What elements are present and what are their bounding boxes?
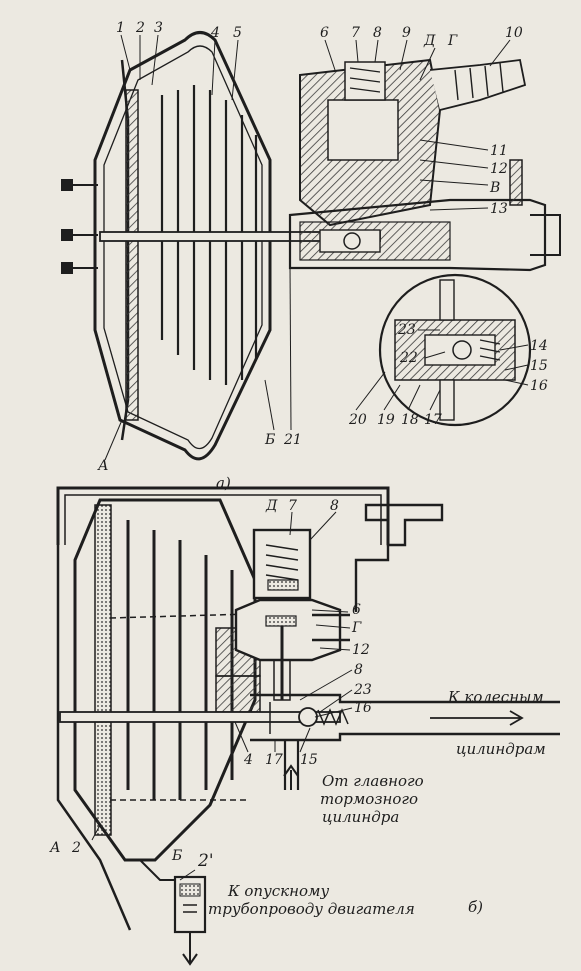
label-b-7: 7 — [288, 498, 297, 514]
outlet-fitting-a — [530, 214, 561, 256]
housing-a — [93, 31, 272, 461]
label-a-18: 18 — [401, 412, 419, 428]
leaders-a — [104, 34, 529, 461]
label-a-3: 3 — [154, 20, 163, 36]
bleeder-a — [509, 159, 523, 206]
label-a-5: 5 — [233, 25, 242, 41]
caption-b: б) — [468, 898, 483, 916]
label-b-12: 12 — [352, 642, 370, 658]
label-a-letter-A: А — [97, 458, 109, 474]
label-a-8: 8 — [373, 25, 382, 41]
arrow-intake-b — [182, 932, 198, 966]
label-a-7: 7 — [351, 25, 360, 41]
label-b-letter-B: Б — [171, 848, 182, 864]
label-b-letter-D: Д — [265, 498, 278, 514]
label-a-14: 14 — [530, 338, 548, 354]
leaders-b — [91, 511, 353, 881]
diaphragm-b — [94, 504, 112, 836]
label-b-17: 17 — [265, 752, 283, 768]
label-a-23: 23 — [397, 322, 416, 338]
label-b-2prime: 2' — [197, 851, 214, 871]
handle-b — [364, 503, 444, 547]
air-inlet-a — [429, 59, 527, 111]
label-a-13: 13 — [490, 201, 508, 217]
label-b-2: 2 — [71, 840, 81, 856]
label-a-letter-B: Б — [264, 432, 275, 448]
check-spring-b — [317, 708, 349, 726]
figure-a — [61, 31, 561, 461]
label-a-4: 4 — [210, 25, 220, 41]
labels-figure-b: Д 7 8 6 Г 12 8 23 16 4 17 15 2 А Б 2' К … — [49, 498, 546, 918]
label-a-22: 22 — [399, 350, 418, 366]
label-a-9: 9 — [402, 25, 411, 41]
ball-valve-a — [343, 232, 361, 250]
text-master-line2: тормозного — [320, 790, 418, 808]
text-master-line3: цилиндра — [322, 808, 399, 826]
label-b-23: 23 — [353, 682, 372, 698]
arrow-master-b — [283, 764, 299, 790]
label-b-16: 16 — [354, 700, 372, 716]
dashed-guide-b — [109, 613, 251, 619]
text-intake-line2: трубопроводу двигателя — [208, 900, 415, 918]
housing-a-inner — [103, 45, 263, 450]
label-a-21: 21 — [283, 432, 302, 448]
labels-figure-a: 1 2 3 4 5 6 7 8 9 10 11 12 13 14 15 16 1… — [97, 20, 548, 492]
valve-chamber-a — [327, 99, 399, 161]
piston-plate-a — [125, 89, 139, 421]
label-a-letter-D: Д — [423, 33, 436, 49]
label-b-15: 15 — [300, 752, 318, 768]
hydraulic-cylinder-a — [288, 198, 547, 272]
lower-chamber-b — [234, 598, 342, 662]
label-a-11: 11 — [490, 143, 508, 159]
label-a-6: 6 — [320, 25, 329, 41]
label-b-4: 4 — [243, 752, 253, 768]
label-a-15: 15 — [530, 358, 548, 374]
label-a-20: 20 — [348, 412, 367, 428]
label-a-10: 10 — [505, 25, 523, 41]
text-master-line1: От главного — [322, 772, 424, 790]
inlet-ribs-a — [454, 62, 504, 101]
label-a-2: 2 — [135, 20, 145, 36]
ball-valve-b — [298, 707, 318, 727]
label-a-letter-G: Г — [447, 33, 458, 49]
vacuum-line-down-b — [139, 859, 175, 881]
label-a-16: 16 — [530, 378, 548, 394]
text-intake-line1: К опускному — [227, 882, 329, 900]
push-rod-b — [59, 711, 341, 723]
label-a-letter-V: В — [489, 180, 500, 196]
figure-b — [56, 486, 560, 966]
label-a-17: 17 — [424, 412, 442, 428]
label-a-12: 12 — [490, 161, 508, 177]
air-line-b — [312, 545, 390, 642]
label-b-letter-G: Г — [351, 620, 362, 636]
text-wheel-line2: цилиндрам — [456, 740, 546, 758]
vacuum-line-b — [56, 486, 390, 545]
mounting-studs-a — [61, 179, 98, 274]
arrow-wheel-b — [430, 710, 524, 726]
label-a-1: 1 — [116, 20, 125, 36]
label-b-8-top: 8 — [330, 498, 339, 514]
upper-seal-b — [267, 579, 299, 591]
text-wheel-line1: К колесным — [447, 688, 544, 706]
label-b-letter-A: А — [49, 840, 61, 856]
left-wall-b — [56, 545, 132, 931]
label-b-8-mid: 8 — [354, 662, 363, 678]
label-b-6: 6 — [352, 602, 361, 618]
label-a-19: 19 — [377, 412, 395, 428]
master-inlet-b — [283, 740, 300, 790]
